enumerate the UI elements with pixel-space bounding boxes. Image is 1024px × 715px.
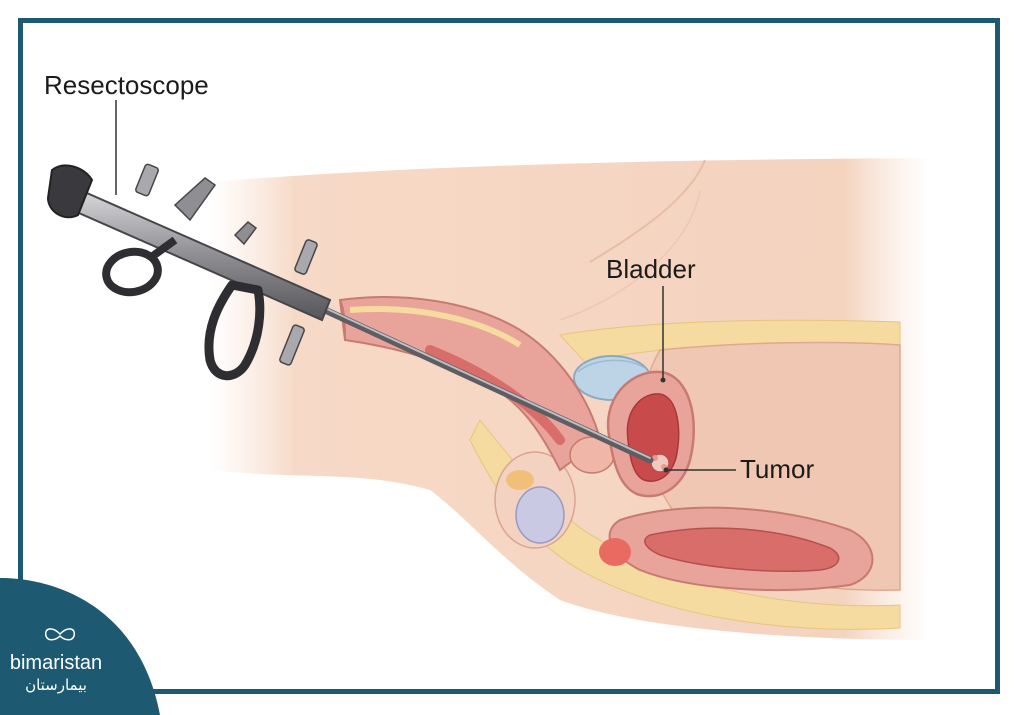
- bladder: [606, 370, 695, 498]
- logo-arabic-name: بيمارستان: [25, 676, 87, 694]
- tumor-label: Tumor: [740, 454, 815, 484]
- testis: [494, 451, 576, 549]
- logo-corner-background: [0, 578, 160, 715]
- bladder-label: Bladder: [606, 254, 696, 284]
- butterfly-logo-icon: [44, 628, 76, 641]
- rectum: [599, 506, 874, 591]
- logo-name: bimaristan: [9, 652, 103, 674]
- leader-lines: [115, 100, 736, 473]
- resectoscope-instrument: [46, 163, 654, 464]
- resectoscope-label: Resectoscope: [44, 70, 209, 100]
